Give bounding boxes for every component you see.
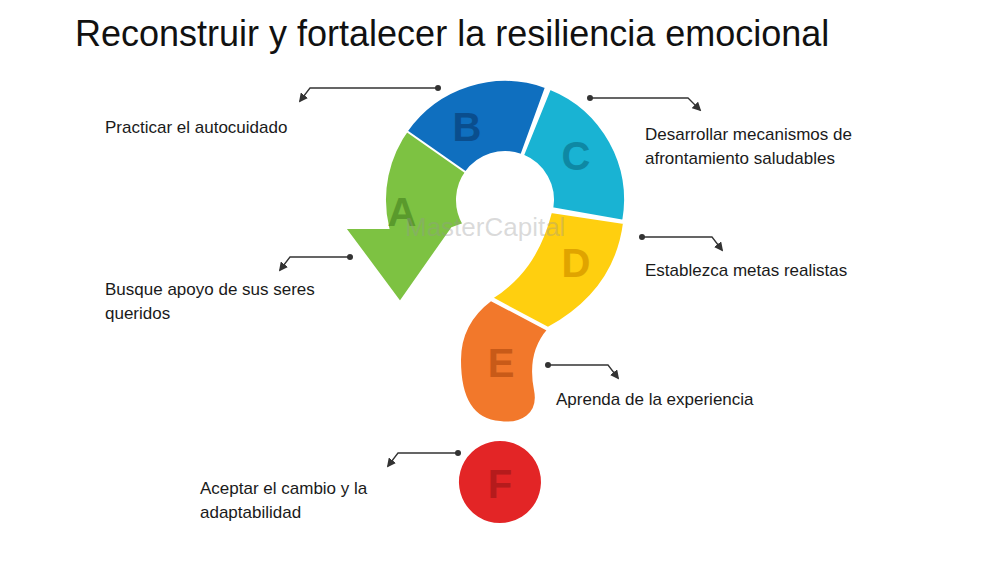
segment-fill [407,80,546,172]
question-segment: CDesarrollar mecanismos de afrontamiento… [521,80,625,221]
step-description: Establezca metas realistas [645,259,975,283]
segment-letter: E [488,343,515,383]
question-segment: BPracticar el autocuidado [406,80,546,173]
segment-letter: F [488,464,512,504]
step-description: Desarrollar mecanismos de afrontamiento … [645,123,880,171]
segment-letter: D [562,243,591,283]
segment-fill [460,300,548,423]
step-description: Aceptar el cambio y la adaptabilidad [200,477,400,525]
step-description: Aprenda de la experiencia [556,388,886,412]
step-description: Practicar el autocuidado [105,116,435,140]
step-description: Busque apoyo de sus seres queridos [105,278,340,326]
segment-letter: B [453,107,482,147]
question-segment: EAprenda de la experiencia [458,298,550,425]
segment-fill [458,440,542,524]
segment-letter: C [562,136,591,176]
segment-fill [523,89,625,221]
watermark: MasterCapital [405,212,565,243]
diagram-title: Reconstruir y fortalecer la resiliencia … [75,12,829,56]
question-segment: FAceptar el cambio y la adaptabilidad [458,440,542,524]
